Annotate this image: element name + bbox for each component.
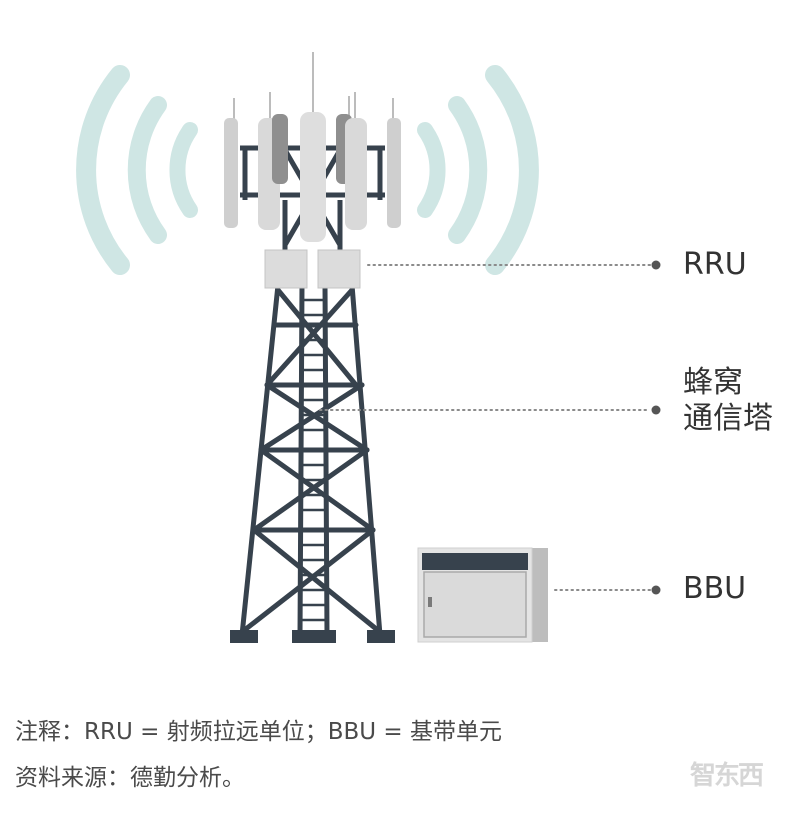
tower-ladder: [300, 298, 327, 622]
watermark-logo: 智东西: [690, 761, 764, 791]
bbu-label: BBU: [683, 571, 747, 606]
footnote: 注释：RRU = 射频拉远单位；BBU = 基带单元: [15, 719, 502, 745]
tower-lattice: [239, 282, 383, 638]
source-note: 资料来源：德勤分析。: [15, 765, 245, 791]
rru-label: RRU: [683, 247, 747, 282]
tower-feet: [230, 630, 395, 643]
antenna-panels: [224, 112, 401, 242]
signal-waves-left: [76, 65, 198, 275]
rru-units: [264, 249, 361, 289]
tower-label-line1: 蜂窝: [683, 365, 743, 400]
signal-waves-right: [417, 65, 539, 275]
leader-dots: [651, 260, 661, 595]
bbu-cabinet: [417, 547, 548, 643]
antenna-masts: [233, 52, 394, 120]
tower-label-line2: 通信塔: [683, 401, 773, 436]
leader-lines: [319, 264, 651, 591]
tower-label: 蜂窝 通信塔: [683, 365, 773, 437]
